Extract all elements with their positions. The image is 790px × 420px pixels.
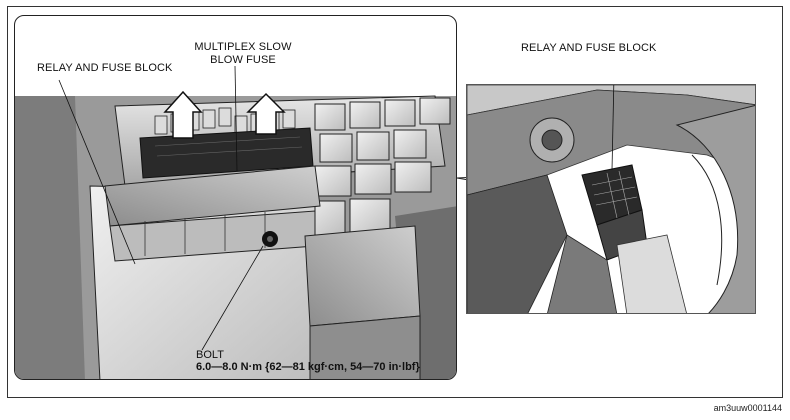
- up-arrow-icon: [163, 90, 286, 139]
- engine-bay-overview-panel: [466, 84, 756, 314]
- image-code: am3uuw0001144: [713, 403, 782, 413]
- bolt-torque-spec: 6.0—8.0 N·m {62—81 kgf·cm, 54—70 in·lbf}: [196, 361, 420, 373]
- detail-view-panel: [14, 15, 457, 380]
- relay-group: [304, 97, 451, 236]
- bolt-label: BOLT: [196, 349, 224, 361]
- leader-bolt: [201, 245, 264, 351]
- relay-fuse-block-detail-illustration: [15, 65, 456, 379]
- engine-bay-overview-illustration: [467, 85, 755, 313]
- multiplex-fuse-label-line2: BLOW FUSE: [210, 54, 276, 66]
- leader-overview-block: [611, 85, 615, 171]
- relay-fuse-block-detail-label: RELAY AND FUSE BLOCK: [37, 62, 173, 74]
- leader-relay-fuse-block: [58, 79, 136, 265]
- relay-fuse-block-overview-label: RELAY AND FUSE BLOCK: [521, 42, 657, 54]
- leader-multiplex-fuse: [234, 65, 238, 172]
- multiplex-fuse-label-line1: MULTIPLEX SLOW: [194, 41, 292, 53]
